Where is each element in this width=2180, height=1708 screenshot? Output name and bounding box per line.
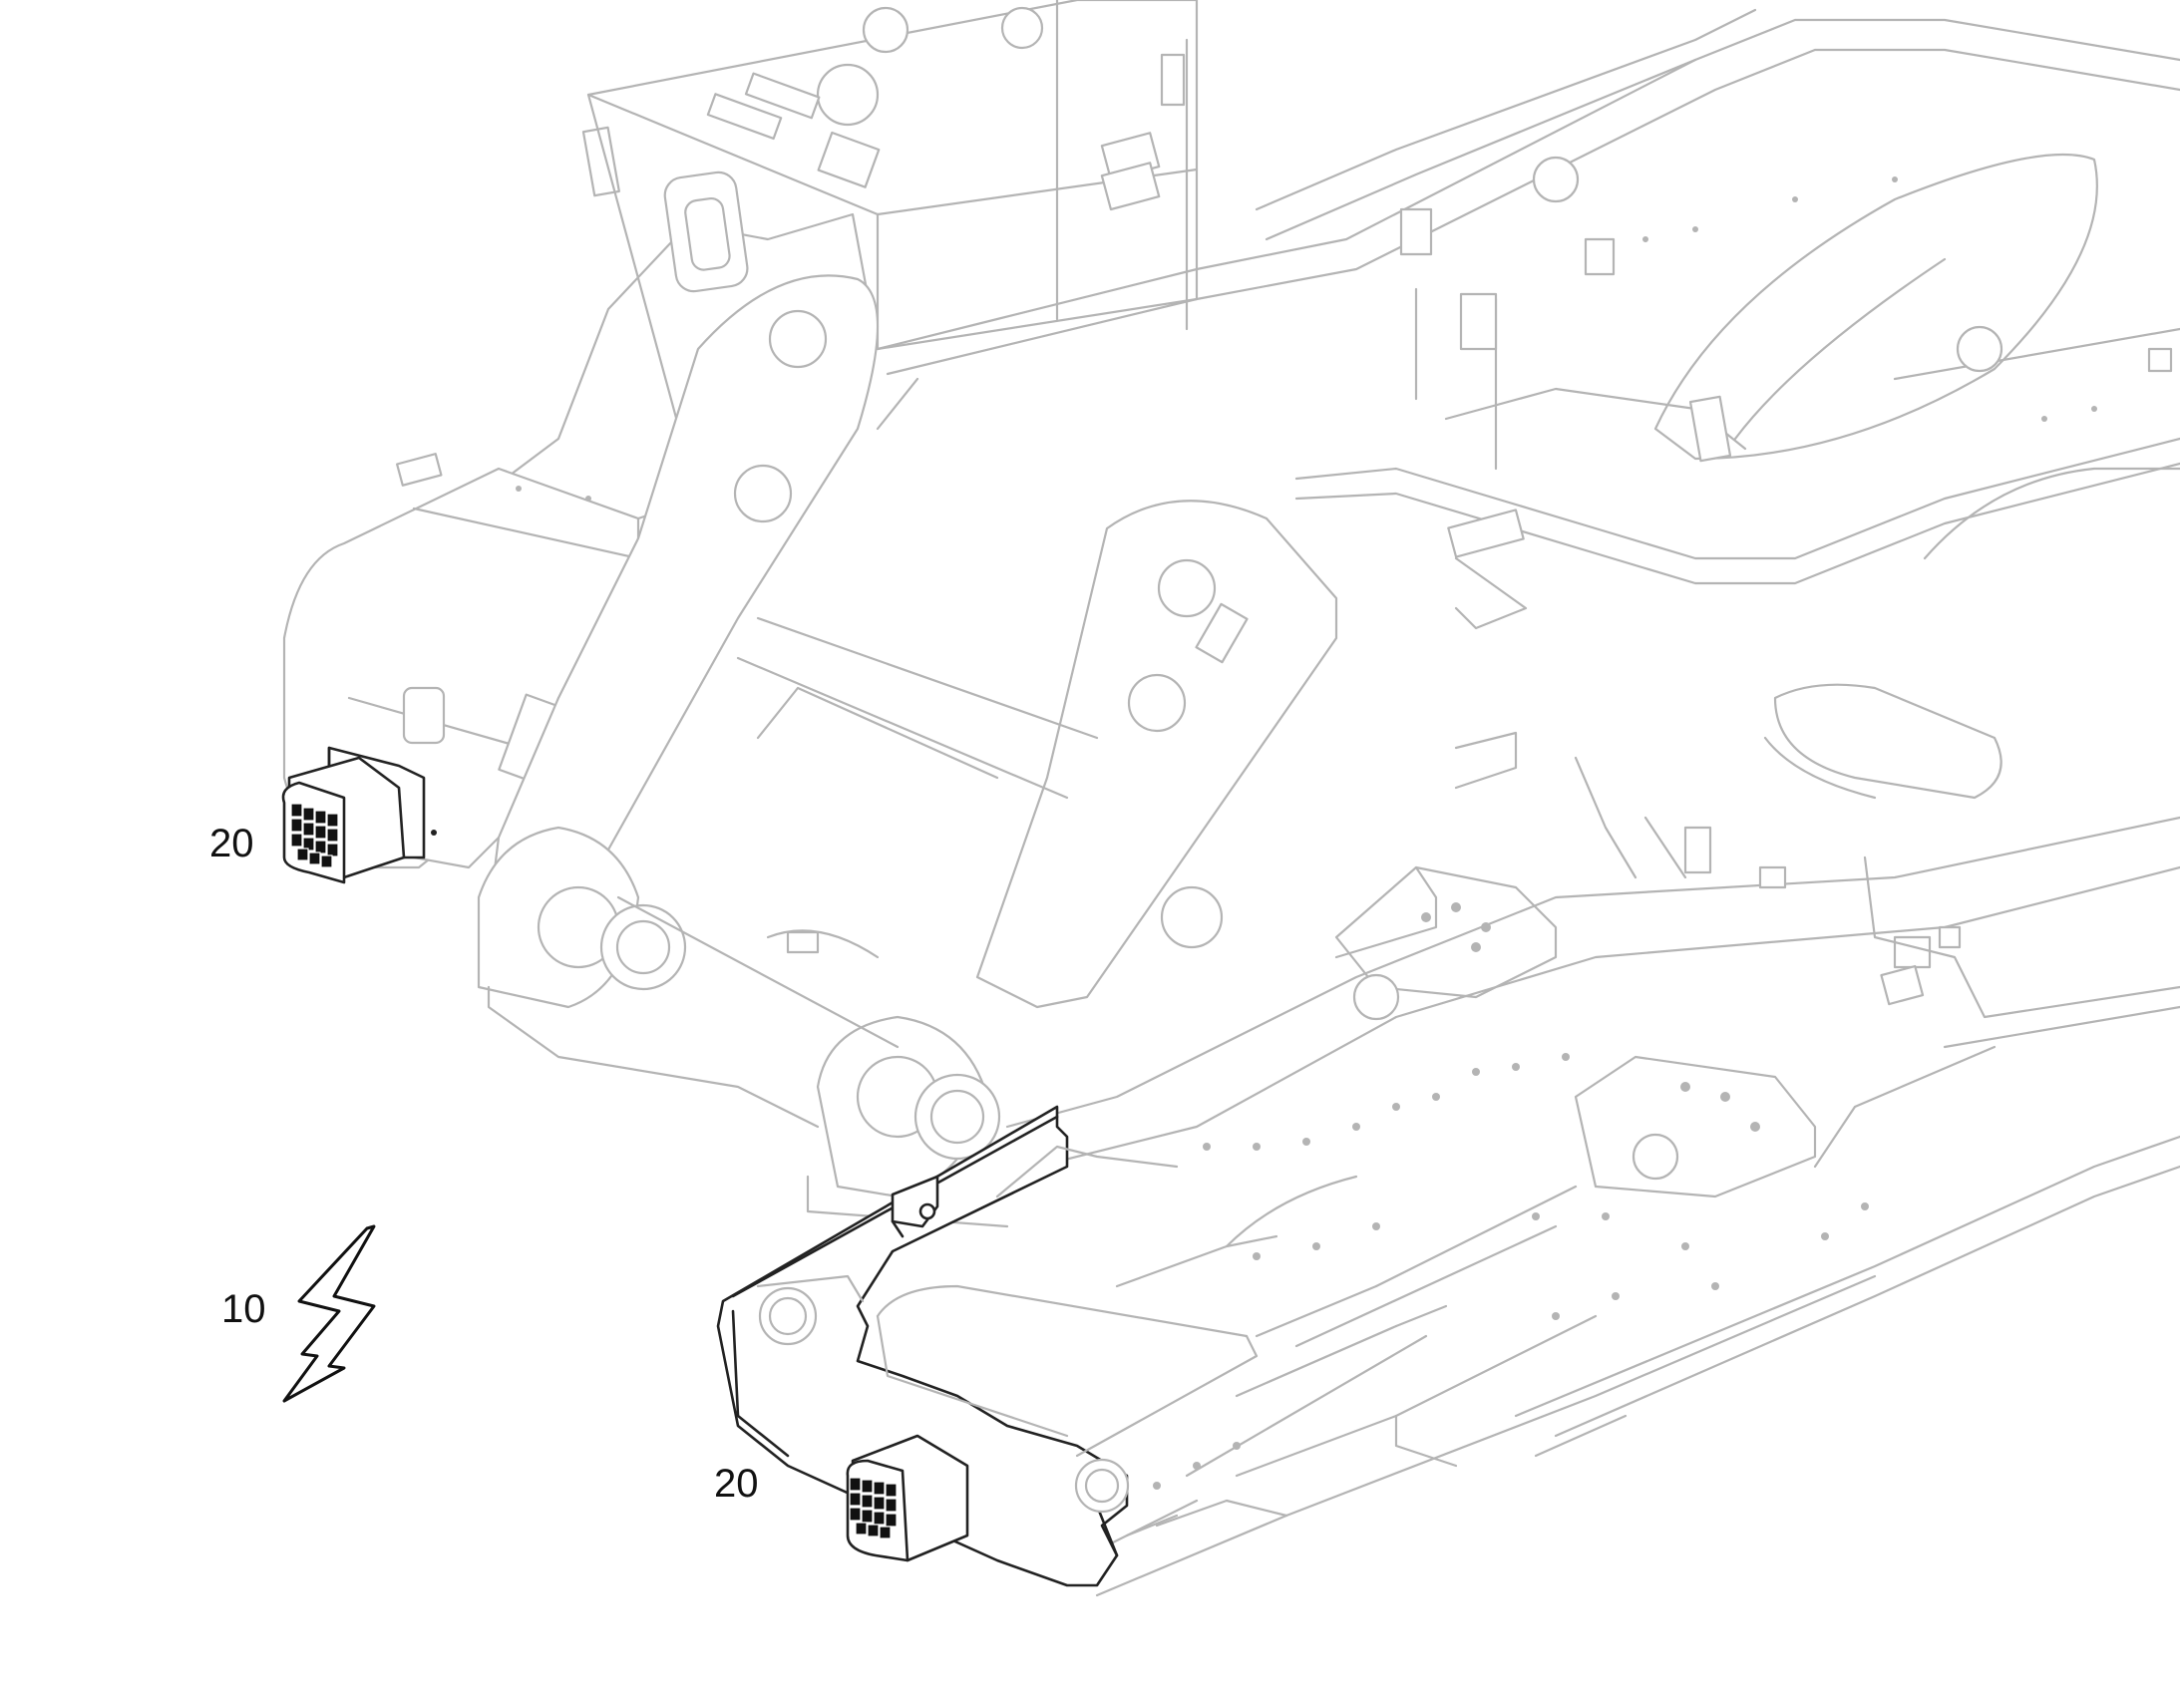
callout-lamp-left: 20 — [209, 822, 254, 865]
work-lamp-left — [281, 746, 437, 884]
callout-electrical: 10 — [221, 1287, 266, 1331]
boom-mount-plates — [477, 274, 1338, 1198]
upper-frame-rails — [876, 8, 2180, 585]
rear-bumper-panel — [716, 1105, 1259, 1587]
lamp-lens-grid-bottom — [849, 1477, 898, 1539]
work-lamp-bottom — [846, 1434, 969, 1562]
lightning-bolt-icon — [282, 1224, 376, 1403]
callout-lamp-bottom: 20 — [714, 1462, 759, 1506]
lamp-lens-grid-left — [290, 803, 339, 868]
